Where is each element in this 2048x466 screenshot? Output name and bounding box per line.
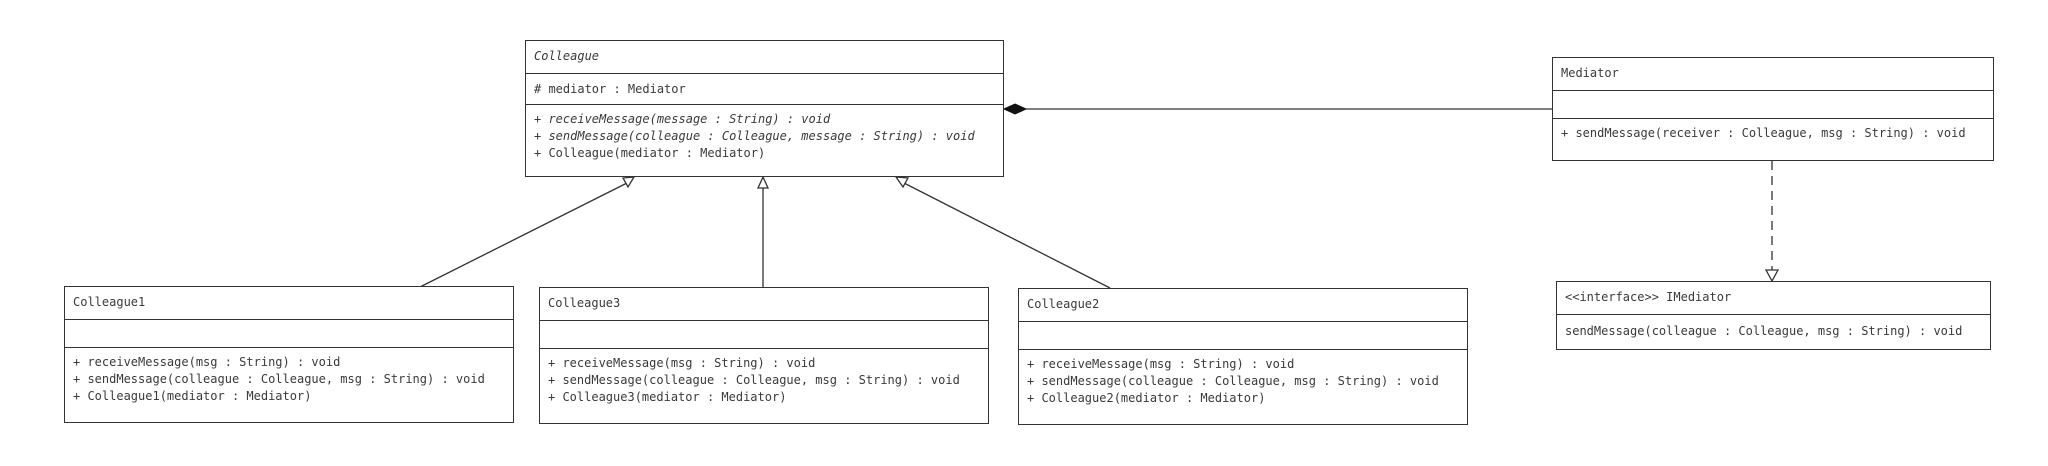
operation: + sendMessage(receiver : Colleague, msg … <box>1561 126 1966 140</box>
attribute-compartment: # mediator : Mediator <box>526 74 1003 105</box>
attribute-compartment <box>1019 322 1467 350</box>
class-colleague2[interactable]: Colleague2 + receiveMessage(msg : String… <box>1018 288 1468 425</box>
operation: + sendMessage(colleague : Colleague, msg… <box>548 373 960 387</box>
class-name: Colleague3 <box>540 288 988 321</box>
operation: + receiveMessage(msg : String) : void <box>548 356 816 370</box>
operation: + Colleague2(mediator : Mediator) <box>1027 391 1266 405</box>
generalization-triangle-icon <box>756 175 770 189</box>
operation-compartment: + receiveMessage(msg : String) : void + … <box>65 348 513 411</box>
class-name: Mediator <box>1553 58 1993 91</box>
attribute-compartment <box>65 320 513 348</box>
attribute: # mediator : Mediator <box>534 82 686 96</box>
composition-diamond-icon <box>1002 103 1028 115</box>
class-name: Colleague <box>526 41 1003 74</box>
generalization-triangle-icon <box>894 176 910 189</box>
class-colleague1[interactable]: Colleague1 + receiveMessage(msg : String… <box>64 286 514 423</box>
generalization-line-colleague1 <box>419 182 628 288</box>
realization-triangle-icon <box>1764 269 1780 283</box>
operation: + sendMessage(colleague : Colleague, msg… <box>73 372 485 386</box>
attribute-compartment <box>1553 91 1993 119</box>
generalization-line-colleague2 <box>903 182 1111 289</box>
class-name: Colleague2 <box>1019 289 1467 322</box>
operation-compartment: + receiveMessage(msg : String) : void + … <box>1019 350 1467 413</box>
operation: + sendMessage(colleague : Colleague, mes… <box>534 129 975 143</box>
operation: + sendMessage(colleague : Colleague, msg… <box>1027 374 1439 388</box>
class-name: Colleague1 <box>65 287 513 320</box>
operation: + Colleague3(mediator : Mediator) <box>548 390 787 404</box>
class-mediator[interactable]: Mediator + sendMessage(receiver : Collea… <box>1552 57 1994 161</box>
interface-name: <<interface>> IMediator <box>1557 282 1990 315</box>
operation-compartment: sendMessage(colleague : Colleague, msg :… <box>1557 315 1990 346</box>
operation-compartment: + receiveMessage(msg : String) : void + … <box>540 349 988 412</box>
operation: + receiveMessage(msg : String) : void <box>1027 357 1295 371</box>
operation-compartment: + sendMessage(receiver : Colleague, msg … <box>1553 119 1993 148</box>
operation: + Colleague(mediator : Mediator) <box>534 146 766 160</box>
operation-compartment: + receiveMessage(message : String) : voi… <box>526 105 1003 168</box>
interface-imediator[interactable]: <<interface>> IMediator sendMessage(coll… <box>1556 281 1991 350</box>
generalization-triangle-icon <box>621 176 636 189</box>
class-colleague[interactable]: Colleague # mediator : Mediator + receiv… <box>525 40 1004 177</box>
operation: + receiveMessage(message : String) : voi… <box>534 112 831 126</box>
operation: + receiveMessage(msg : String) : void <box>73 355 341 369</box>
attribute-compartment <box>540 321 988 349</box>
class-colleague3[interactable]: Colleague3 + receiveMessage(msg : String… <box>539 287 989 424</box>
operation: sendMessage(colleague : Colleague, msg :… <box>1565 324 1963 338</box>
operation: + Colleague1(mediator : Mediator) <box>73 389 312 403</box>
